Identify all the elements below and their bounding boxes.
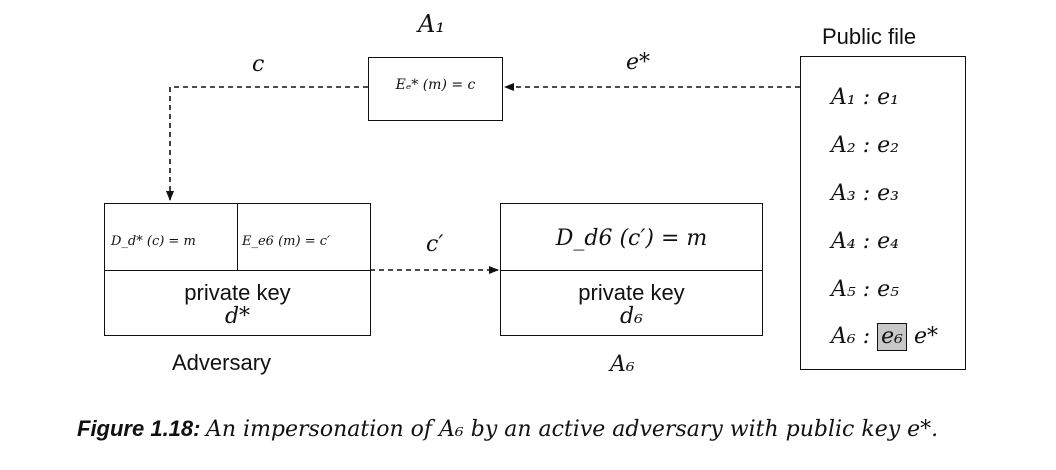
- arrow-label-e-star: e*: [626, 50, 651, 75]
- public-file-entry: A₅ : e₅: [831, 277, 899, 302]
- a6-label: A₆: [610, 352, 635, 377]
- replaced-key-highlight: e₆: [877, 323, 907, 351]
- figure-caption-text: An impersonation of A₆ by an active adve…: [205, 417, 939, 442]
- arrow-a1-to-adversary: [166, 86, 368, 201]
- a1-formula: Eₑ* (m) = c: [395, 77, 476, 93]
- public-file-box: A₁ : e₁ A₂ : e₂ A₃ : e₃ A₄ : e₄ A₅ : e₅ …: [800, 56, 966, 370]
- adversary-decrypt-formula: D_d* (c) = m: [111, 234, 196, 249]
- arrow-label-c: c: [252, 52, 265, 77]
- public-file-title: Public file: [822, 24, 917, 49]
- adversary-key-label: private key: [184, 280, 291, 305]
- adversary-divider-vertical: [237, 204, 238, 270]
- a1-label: A₁: [418, 10, 445, 38]
- a6-key-label: private key: [578, 280, 685, 305]
- adversary-divider-horizontal: [105, 270, 370, 271]
- a6-key-value: d₆: [620, 304, 643, 329]
- figure-caption: Figure 1.18: An impersonation of A₆ by a…: [77, 416, 938, 442]
- adversary-key-value: d*: [224, 304, 251, 329]
- public-file-entry: A₂ : e₂: [831, 133, 899, 158]
- public-file-entry: A₄ : e₄: [831, 229, 899, 254]
- a1-box: Eₑ* (m) = c: [368, 57, 503, 121]
- public-file-entry: A₃ : e₃: [831, 181, 899, 206]
- arrow-label-c-prime: c′: [426, 232, 444, 257]
- substituted-key: e*: [913, 324, 938, 349]
- public-file-entry-a6: A₆ : e₆ e*: [831, 323, 938, 351]
- public-file-entry: A₁ : e₁: [831, 85, 899, 110]
- adversary-label: Adversary: [172, 350, 272, 375]
- a6-divider-horizontal: [501, 270, 762, 271]
- adversary-box: D_d* (c) = m E_e6 (m) = c′ private key d…: [104, 203, 371, 336]
- a6-formula: D_d6 (c′) = m: [555, 226, 708, 251]
- adversary-encrypt-formula: E_e6 (m) = c′: [242, 234, 330, 249]
- a6-box: D_d6 (c′) = m private key d₆: [500, 203, 763, 336]
- figure-number: Figure 1.18:: [77, 416, 201, 441]
